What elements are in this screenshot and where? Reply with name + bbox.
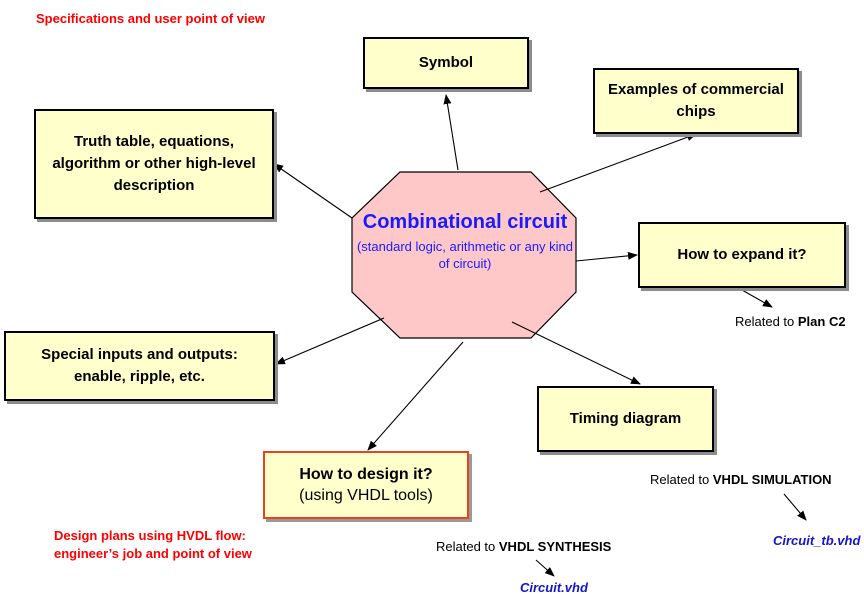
symbol-label: Symbol [418,54,474,71]
arrow-to-special-io [275,317,385,365]
related-plan-value: Plan C2 [797,314,846,329]
arrow-to-design [367,341,464,451]
testbench-file: Circuit_tb.vhd [773,533,861,548]
arrow-to-truth-table [273,163,353,219]
arrow-to-plan [741,289,773,308]
symbol-box: Symbol [363,37,529,89]
related-plan: Related to Plan C2 [735,314,846,329]
arrow-to-testbench [783,493,807,521]
special-io-box: Special inputs and outputs: enable, ripp… [4,331,275,401]
circuit-file: Circuit.vhd [520,580,588,595]
center-subtitle: (standard logic, arithmetic or any kind … [356,239,574,271]
related-simulation: Related to VHDL SIMULATION [650,472,832,487]
special-io-label: Special inputs and outputs: enable, ripp… [41,346,238,385]
spec-title: Specifications and user point of view [36,11,265,26]
arrow-to-timing [511,321,641,385]
related-synthesis-prefix: Related to [436,539,496,554]
related-synthesis: Related to VHDL SYNTHESIS [436,539,611,554]
design-title: How to design it? [299,466,433,483]
expand-box: How to expand it? [638,222,846,288]
timing-box: Timing diagram [537,386,714,452]
arrow-to-symbol [443,94,459,171]
center-text: Combinational circuit (standard logic, a… [352,210,578,272]
arrow-to-expand [575,251,638,262]
related-plan-prefix: Related to [735,314,795,329]
arrow-to-commercial [539,133,697,193]
combinational-circuit-octagon [351,171,577,339]
commercial-chips-box: Examples of commercial chips [593,68,799,134]
related-synthesis-value: VHDL SYNTHESIS [498,539,612,554]
truth-table-box: Truth table, equations, algorithm or oth… [34,109,274,219]
arrow-to-circuit-file [535,559,555,577]
related-simulation-prefix: Related to [650,472,710,487]
timing-label: Timing diagram [569,410,682,427]
design-subtitle: (using VHDL tools) [299,487,433,504]
design-box: How to design it? (using VHDL tools) [263,451,469,519]
design-plans-title: Design plans using HVDL flow: engineer’s… [54,528,252,561]
expand-label: How to expand it? [677,246,807,263]
commercial-chips-label: Examples of commercial chips [608,81,784,120]
truth-table-label: Truth table, equations, algorithm or oth… [52,133,256,194]
related-simulation-value: VHDL SIMULATION [712,472,832,487]
center-title: Combinational circuit [362,211,568,233]
